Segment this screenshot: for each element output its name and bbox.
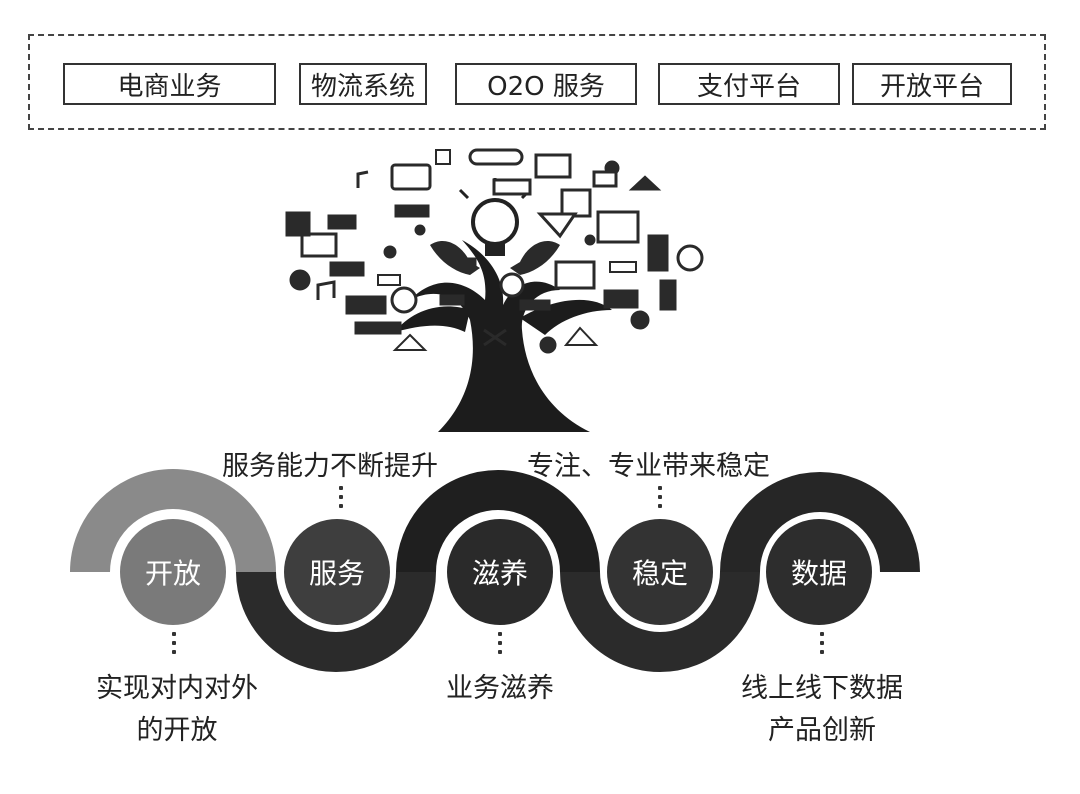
clock-icon: [676, 244, 704, 272]
clock-icon: [630, 310, 650, 330]
connector-open: [172, 632, 176, 659]
book-icon: [354, 321, 402, 335]
music-note-icon: [356, 170, 369, 188]
wave-arc-2: [396, 470, 600, 573]
tree-branch-left: [395, 306, 470, 332]
calculator-icon: [560, 188, 592, 218]
platform-frame: [28, 34, 1046, 130]
connector-nourish: [498, 632, 502, 659]
monitor-icon: [300, 232, 338, 258]
box-payment: 支付平台: [658, 63, 840, 105]
node-open: 开放: [120, 519, 226, 625]
label-open-line1: 实现对内对外: [96, 673, 258, 704]
clock-icon: [539, 336, 557, 354]
node-stable: 稳定: [607, 519, 713, 625]
label-data-line2: 产品创新: [768, 715, 876, 746]
lightbulb-icon: [458, 178, 532, 256]
label-data-line1: 线上线下数据: [741, 673, 903, 704]
scissors-icon: [483, 328, 507, 347]
node-service: 服务: [284, 519, 390, 625]
tree-trunk: [410, 240, 590, 432]
box-open-platform: 开放平台: [852, 63, 1012, 105]
box-o2o: O2O 服务: [455, 63, 637, 105]
monitor-icon: [596, 210, 640, 244]
music-note-icon: [316, 280, 336, 300]
wave-arc-1: [236, 571, 436, 672]
wave-arc-end: [720, 472, 920, 573]
clock-icon: [289, 269, 311, 291]
book-icon: [390, 163, 432, 191]
clock-icon: [499, 272, 525, 298]
label-focus-stable: 专注、专业带来稳定: [527, 451, 770, 482]
node-nourish: 滋养: [447, 519, 553, 625]
wave-arc-3: [560, 571, 760, 672]
monitor-icon: [554, 260, 596, 290]
connector-service: [339, 486, 343, 513]
wave-arc-start: [70, 469, 276, 573]
book-icon: [345, 295, 387, 315]
connector-stable: [658, 486, 662, 513]
box-ecommerce: 电商业务: [63, 63, 276, 105]
box-logistics: 物流系统: [299, 63, 427, 105]
label-nourish: 业务滋养: [446, 673, 554, 704]
connector-data: [820, 632, 824, 659]
node-data: 数据: [766, 519, 872, 625]
book-icon: [603, 289, 639, 309]
label-open-line2: 的开放: [136, 715, 218, 746]
label-service-upgrade: 服务能力不断提升: [222, 451, 438, 482]
book-icon: [329, 261, 365, 277]
clock-icon: [390, 286, 418, 314]
book-icon: [534, 153, 572, 179]
